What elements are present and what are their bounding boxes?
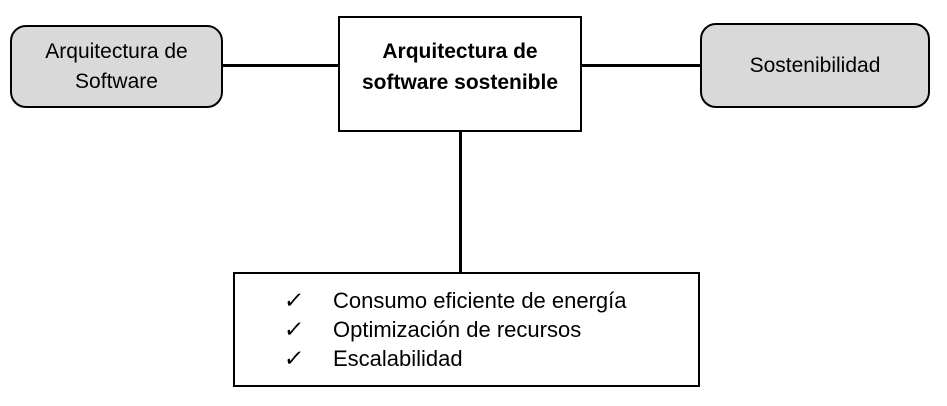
node-label-arquitectura-software-sostenible: Arquitectura de software sostenible	[361, 39, 559, 95]
list-item: ✓ Consumo eficiente de energía	[235, 286, 698, 315]
list-item-label: Consumo eficiente de energía	[333, 288, 627, 313]
node-label-sostenibilidad: Sostenibilidad	[749, 53, 881, 77]
list-item-label: Optimización de recursos	[333, 317, 582, 342]
node-label-arquitectura-de-software: Arquitectura de Software	[45, 40, 188, 93]
list-item: ✓ Optimización de recursos	[235, 315, 698, 344]
list-item: ✓ Escalabilidad	[235, 344, 698, 373]
list-item-label: Escalabilidad	[333, 346, 463, 371]
check-icon: ✓	[282, 316, 306, 342]
node-characteristics-list: ✓ Consumo eficiente de energía ✓ Optimiz…	[233, 272, 700, 387]
connector-center-to-right	[580, 64, 701, 67]
node-arquitectura-software-sostenible: Arquitectura de software sostenible	[338, 16, 582, 132]
check-icon: ✓	[282, 345, 306, 371]
node-sostenibilidad: Sostenibilidad	[700, 23, 930, 108]
check-icon: ✓	[282, 287, 306, 313]
connector-left-to-center	[221, 64, 339, 67]
node-arquitectura-de-software: Arquitectura de Software	[10, 25, 223, 108]
connector-center-to-list	[459, 130, 462, 273]
